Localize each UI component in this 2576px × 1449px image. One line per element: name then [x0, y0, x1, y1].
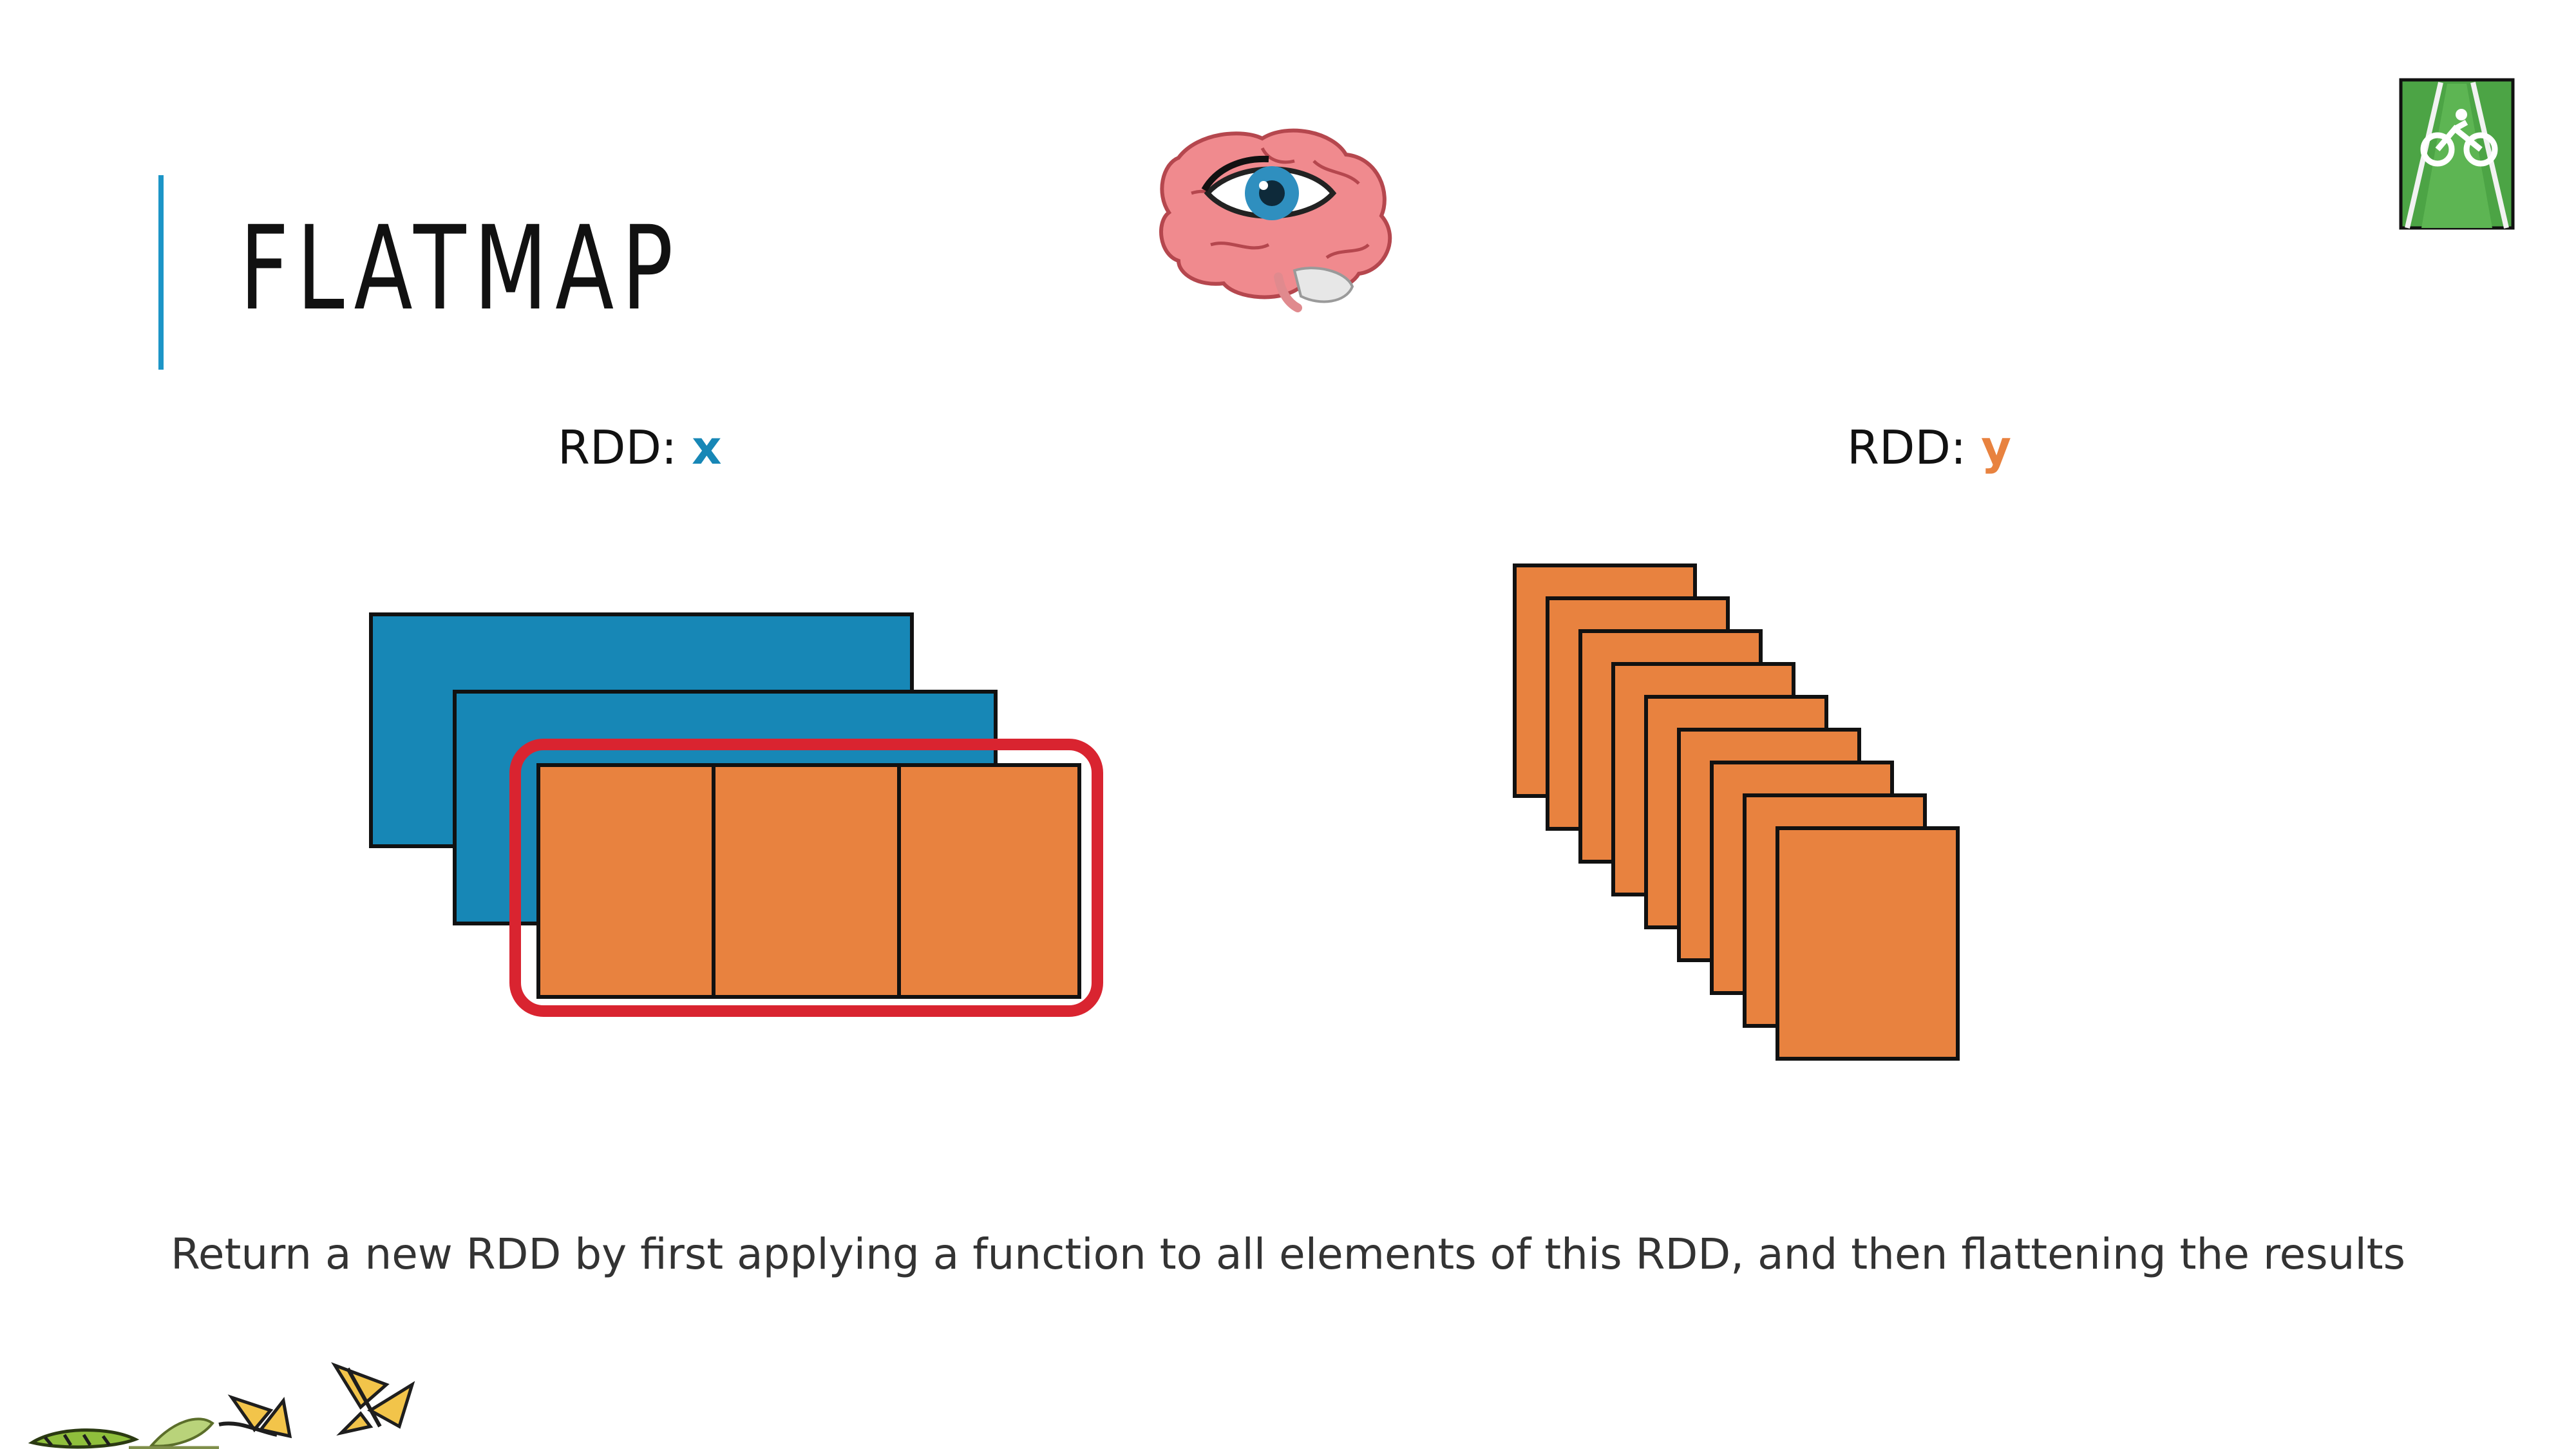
- rdd-x-element: [536, 763, 715, 999]
- rdd-y-elements: [1513, 564, 1960, 1061]
- brain-eye-icon: [1159, 128, 1392, 312]
- rdd-y-element: [1776, 826, 1960, 1061]
- slide-description: Return a new RDD by first applying a fun…: [170, 1229, 2406, 1279]
- rdd-x-element: [712, 763, 901, 999]
- rdd-x-element: [897, 763, 1081, 999]
- slide-title: FLATMAP: [240, 202, 681, 336]
- metamorphosis-butterflies-icon: [28, 1362, 415, 1449]
- rdd-x-var: x: [692, 421, 722, 475]
- highlight-outline: [509, 739, 1103, 1017]
- rdd-x-prefix: RDD:: [558, 421, 692, 475]
- title-accent-bar: [158, 175, 164, 370]
- rdd-x-label: RDD: x: [558, 419, 722, 477]
- bike-lane-sign-icon: [2399, 78, 2515, 230]
- rdd-y-prefix: RDD:: [1847, 421, 1982, 475]
- rdd-y-label: RDD: y: [1847, 419, 2011, 477]
- rdd-y-var: y: [1981, 421, 2011, 475]
